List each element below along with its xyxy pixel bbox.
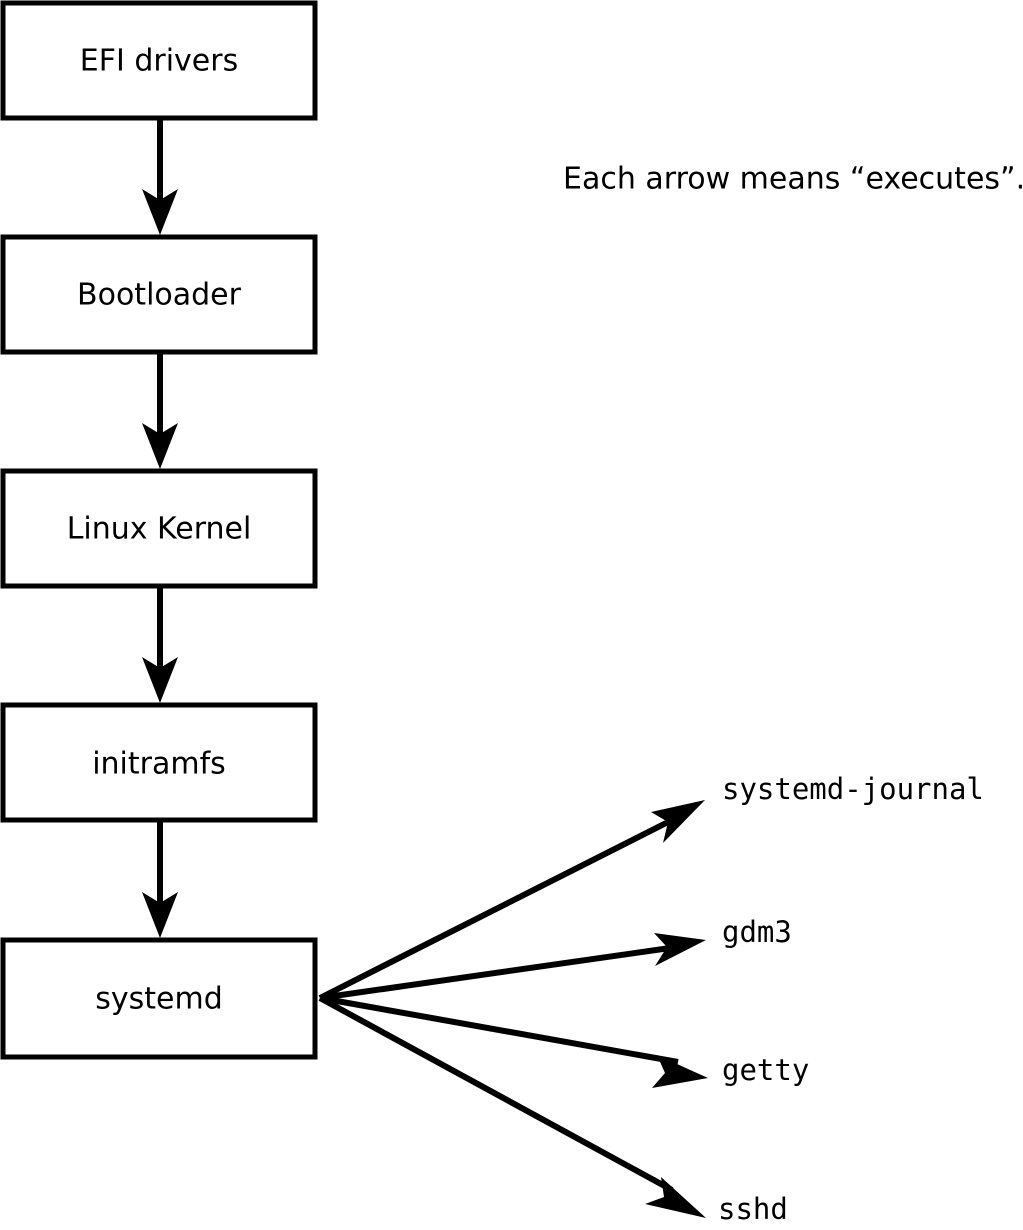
chain-arrows-group: [142, 118, 178, 938]
service-label-getty: getty: [722, 1053, 809, 1087]
arrow-head-down-icon: [142, 892, 178, 938]
arrow-initramfs-to-systemd: [142, 820, 178, 938]
service-fanout-group: [318, 800, 708, 1218]
arrow-shaft: [318, 815, 678, 1001]
service-labels-group: systemd-journal gdm3 getty sshd: [718, 772, 984, 1226]
arrow-head-diag-icon: [654, 933, 706, 966]
arrow-bootloader-to-linux-kernel: [142, 352, 178, 469]
arrow-head-down-icon: [142, 423, 178, 469]
arrow-shaft: [318, 995, 674, 1193]
arrow-systemd-to-getty: [319, 995, 708, 1088]
node-linux-kernel-rect: [0, 468, 318, 589]
node-efi-drivers-rect: [0, 0, 318, 121]
node-bootloader-label: Bootloader: [77, 278, 242, 313]
service-label-gdm3: gdm3: [722, 915, 792, 949]
arrow-head-diag-icon: [652, 1055, 708, 1088]
arrow-systemd-to-systemd-journal: [318, 800, 705, 1001]
arrow-head-down-icon: [142, 657, 178, 703]
boot-chain-group: EFI drivers Bootloader Linux Kernel init…: [0, 0, 318, 1060]
node-systemd-label: systemd: [95, 982, 223, 1017]
node-initramfs-label: initramfs: [92, 747, 226, 782]
node-systemd[interactable]: systemd: [0, 937, 318, 1060]
node-bootloader-rect: [0, 234, 318, 355]
node-initramfs[interactable]: initramfs: [0, 702, 318, 823]
node-systemd-rect: [0, 937, 318, 1060]
arrow-head-diag-icon: [651, 800, 705, 843]
node-bootloader[interactable]: Bootloader: [0, 234, 318, 355]
arrow-head-diag-icon: [645, 1177, 706, 1218]
node-linux-kernel-label: Linux Kernel: [67, 512, 252, 547]
legend-note: Each arrow means “executes”.: [563, 162, 1023, 197]
arrow-systemd-to-gdm3: [319, 933, 706, 1001]
arrow-head-down-icon: [142, 189, 178, 235]
service-label-sshd: sshd: [718, 1192, 788, 1226]
arrow-shaft: [319, 995, 679, 1065]
node-efi-drivers[interactable]: EFI drivers: [0, 0, 318, 121]
service-label-systemd-journal: systemd-journal: [722, 772, 984, 806]
arrow-shaft: [319, 944, 678, 1001]
arrow-efi-drivers-to-bootloader: [142, 118, 178, 235]
node-linux-kernel[interactable]: Linux Kernel: [0, 468, 318, 589]
arrow-linux-kernel-to-initramfs: [142, 586, 178, 703]
node-efi-drivers-label: EFI drivers: [80, 44, 238, 79]
arrow-systemd-to-sshd: [318, 995, 706, 1218]
